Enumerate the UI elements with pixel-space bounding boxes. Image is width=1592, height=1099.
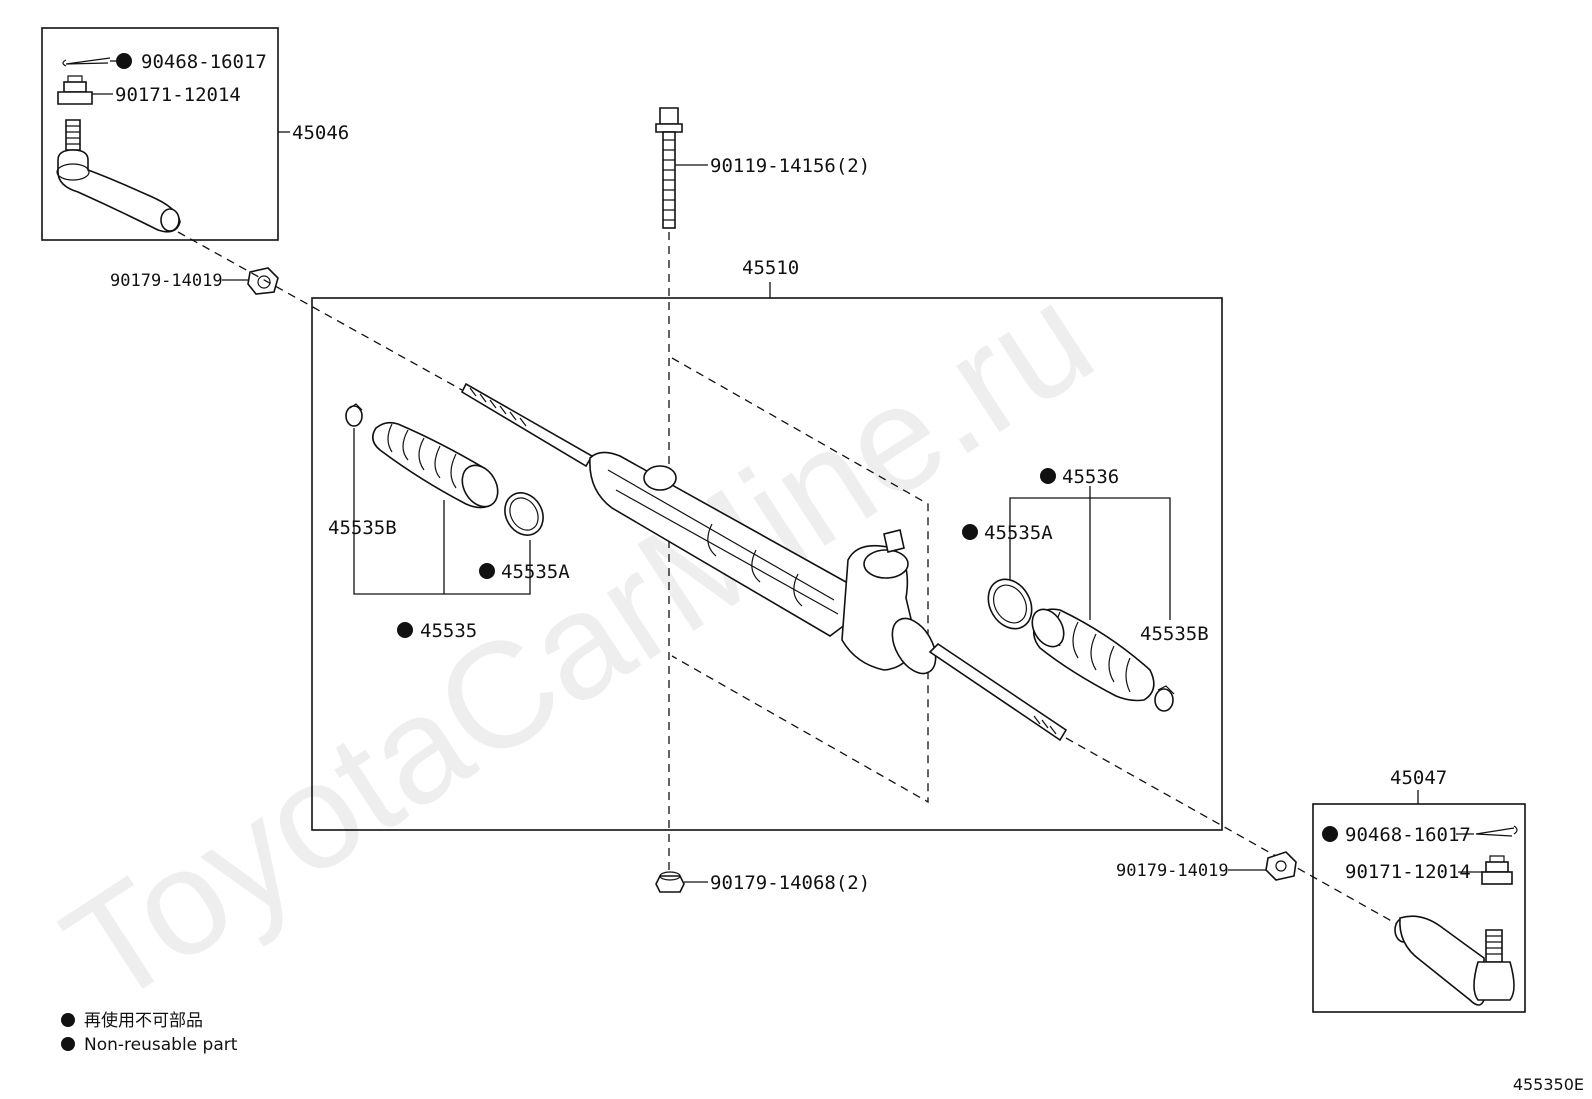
label-tie-rod-end-right: 45047 [1390, 767, 1447, 789]
label-clamp-b-right: 45535B [1140, 623, 1209, 645]
label-boot-left: 45535 [420, 620, 477, 642]
cotter-pin-right-icon [1475, 825, 1518, 837]
non-reusable-marker-4 [1040, 468, 1056, 484]
axis-line-left [177, 231, 463, 391]
label-boot-kit-right: 45536 [1062, 466, 1119, 488]
label-nut-bottom: 90179-14068(2) [710, 872, 870, 894]
lock-nut-left-icon [247, 267, 279, 295]
label-cotter-pin-left: 90468-16017 [141, 51, 267, 73]
tie-rod-end-right-box [1312, 803, 1526, 1013]
label-lock-nut-left: 90179-14019 [110, 271, 223, 291]
legend-text-jp: 再使用不可部品 [84, 1010, 203, 1031]
watermark-text: ToyotaCarMine.ru [36, 251, 1120, 1037]
label-clamp-a-left: 45535A [501, 561, 570, 583]
legend-marker-en [61, 1037, 75, 1051]
lock-nut-left-group: 90179-14019 [110, 267, 279, 295]
rack-assy-box [311, 297, 1223, 831]
label-nut-left: 90171-12014 [115, 84, 241, 106]
mounting-outline [671, 357, 929, 804]
castle-nut-left-icon [57, 75, 93, 105]
tie-rod-end-right-icon [1394, 915, 1515, 1006]
lock-nut-right-group: 90179-14019 [1116, 851, 1297, 881]
lock-nut-right-icon [1265, 851, 1297, 881]
legend: 再使用不可部品 Non-reusable part [61, 1010, 238, 1055]
clamp-b-right-icon [1154, 685, 1175, 712]
legend-text-en: Non-reusable part [84, 1035, 238, 1055]
label-rack-assy: 45510 [742, 257, 799, 279]
non-reusable-marker-6 [1322, 826, 1338, 842]
tie-rod-end-left-box [41, 27, 279, 241]
boot-left-icon [372, 421, 499, 509]
boot-right-icon [1031, 608, 1155, 702]
bolt-icon [655, 107, 683, 229]
cotter-pin-left-icon [62, 57, 111, 67]
label-cotter-pin-right: 90468-16017 [1345, 824, 1471, 846]
bracket-right [1009, 486, 1171, 620]
steering-rack-icon [460, 382, 1068, 742]
label-bolt: 90119-14156(2) [710, 155, 870, 177]
nut-bottom-group: 90179-14068(2) [655, 871, 870, 894]
label-tie-rod-end-left: 45046 [292, 122, 349, 144]
label-lock-nut-right: 90179-14019 [1116, 861, 1229, 881]
non-reusable-marker-2 [479, 563, 495, 579]
non-reusable-marker-3 [397, 622, 413, 638]
clamp-a-left-icon [504, 492, 544, 536]
label-clamp-b-left: 45535B [328, 517, 397, 539]
clamp-a-right-icon [987, 578, 1033, 630]
tie-rod-end-left-icon [56, 119, 181, 233]
diagram-code: 455350E [1513, 1075, 1584, 1094]
label-clamp-a-right: 45535A [984, 522, 1053, 544]
bracket-left [353, 428, 531, 595]
legend-marker-jp [61, 1013, 75, 1027]
tie-rod-end-right-group: 45047 90468-16017 90171-12014 [1312, 767, 1526, 1013]
label-nut-right: 90171-12014 [1345, 861, 1471, 883]
bolt-group: 90119-14156(2) [655, 107, 870, 229]
non-reusable-marker-5 [962, 524, 978, 540]
nut-bottom-icon [655, 871, 685, 893]
non-reusable-marker-1 [116, 53, 132, 69]
tie-rod-end-left-group: 90468-16017 90171-12014 45046 [41, 27, 349, 241]
clamp-b-left-icon [345, 403, 363, 427]
castle-nut-right-icon [1481, 855, 1513, 885]
axis-line-right [1065, 737, 1405, 929]
